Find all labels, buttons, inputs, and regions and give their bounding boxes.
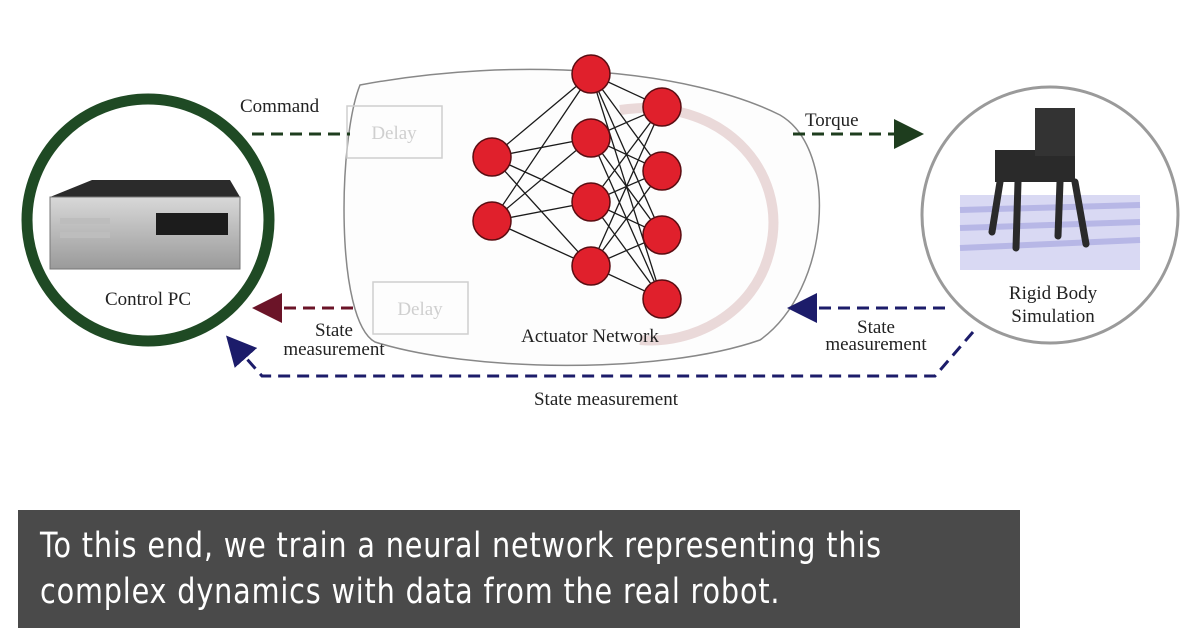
neuron-layer2-4 [571,246,611,286]
torque-label: Torque [805,110,859,131]
caption-banner: To this end, we train a neural network r… [18,510,1020,628]
quadruped-robot-image [959,108,1141,270]
command-label: Command [240,96,320,117]
network-edge [491,73,592,158]
state-measurement-loop-bottom [226,331,975,378]
neuron-layer3-3 [642,215,682,255]
rigid-body-label-line1: Rigid Body [1009,283,1098,304]
neuron-layer3-4 [642,279,682,319]
rigid-body-label-line2: Simulation [1011,306,1095,327]
neuron-layer2-3 [571,182,611,222]
delay-label-top: Delay [371,123,417,144]
network-edge [590,170,663,267]
neuron-layer1-2 [472,201,512,241]
delay-label-bottom: Delay [397,299,443,320]
control-pc-node: Control PC [21,93,275,347]
rigid-body-simulation-node: Rigid Body Simulation [920,85,1180,345]
neuron-layer2-2 [571,118,611,158]
network-edge [491,137,592,222]
neuron-layer2-1 [571,54,611,94]
state-bottom-label: State measurement [534,389,679,410]
delay-box-top: Delay [346,105,443,159]
control-pc-label: Control PC [105,289,191,310]
state-right-label-line2: measurement [825,334,927,355]
faint-ring-decoration [619,103,779,346]
actuator-network-label: Actuator Network [521,326,659,347]
neuron-layer3-1 [642,87,682,127]
neuron-layer1-1 [472,137,512,177]
mini-pc-image [49,180,241,270]
neuron-layer3-2 [642,151,682,191]
network-neurons [472,54,682,319]
state-left-label-line1: State [315,320,353,341]
network-edge [491,73,592,222]
delay-box-bottom: Delay [372,281,469,335]
network-edge [590,106,663,203]
caption-line-1: To this end, we train a neural network r… [40,526,882,566]
state-left-label-line2: measurement [283,339,385,360]
network-edge [590,106,663,267]
state-right-label-line1: State [857,317,895,338]
caption-line-2: complex dynamics with data from the real… [40,572,781,612]
